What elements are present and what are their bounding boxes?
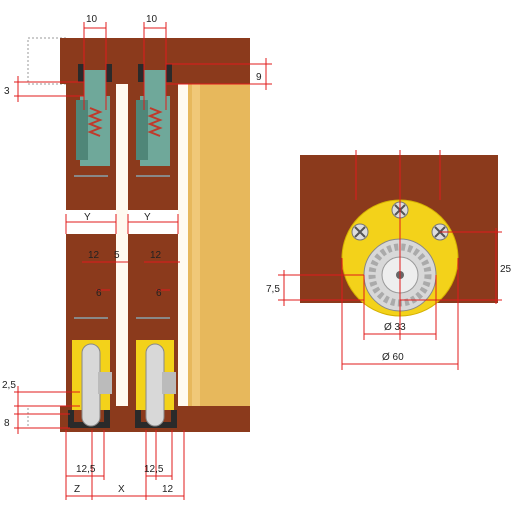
wheel-detail-view: 25 7,5 Ø 33 Ø 60 xyxy=(266,150,512,370)
bottom-rail-right xyxy=(135,410,177,428)
dim-six-left: 6 xyxy=(96,288,102,299)
dimension-lines-right xyxy=(278,150,502,370)
guide-wheel-right xyxy=(136,340,176,427)
dim-twelve5-right: 12,5 xyxy=(144,464,164,475)
dim-twelve: 12 xyxy=(162,484,174,495)
dim-rail-height: 9 xyxy=(256,72,262,83)
dim-height-25: 25 xyxy=(500,264,512,275)
dim-bottom-gap: 2,5 xyxy=(2,380,16,391)
dim-groove-depth: 3 xyxy=(4,86,10,97)
dim-bottom-rail: 8 xyxy=(4,418,10,429)
hanger-left xyxy=(76,70,110,166)
door-panel-gap xyxy=(178,84,188,406)
dim-top-right: 10 xyxy=(146,14,158,25)
dim-y-right: Y xyxy=(144,212,151,223)
hanger-right xyxy=(136,70,170,166)
guide-wheel-left xyxy=(72,340,112,427)
screws xyxy=(74,175,170,319)
dim-y-left: Y xyxy=(84,212,91,223)
dim-offset-7-5: 7,5 xyxy=(266,284,280,295)
dim-diameter-33: Ø 33 xyxy=(384,322,406,333)
dim-six-right: 6 xyxy=(156,288,162,299)
dim-z: Z xyxy=(74,484,80,495)
dim-twelve5-left: 12,5 xyxy=(76,464,96,475)
dim-twelve-left: 12 xyxy=(88,250,100,261)
dim-twelve-right: 12 xyxy=(150,250,162,261)
dim-diameter-60: Ø 60 xyxy=(382,352,404,363)
dim-top-left: 10 xyxy=(86,14,98,25)
dim-gap: 5 xyxy=(114,250,120,261)
bottom-rail-left xyxy=(68,410,110,428)
dimension-lines-left xyxy=(14,22,272,500)
door-gap xyxy=(116,84,128,406)
dim-x: X xyxy=(118,484,125,495)
fixed-panel-highlight xyxy=(192,84,200,406)
cross-section-view: 10 10 3 9 Y Y 12 5 12 6 6 2,5 8 12,5 12,… xyxy=(2,14,272,500)
